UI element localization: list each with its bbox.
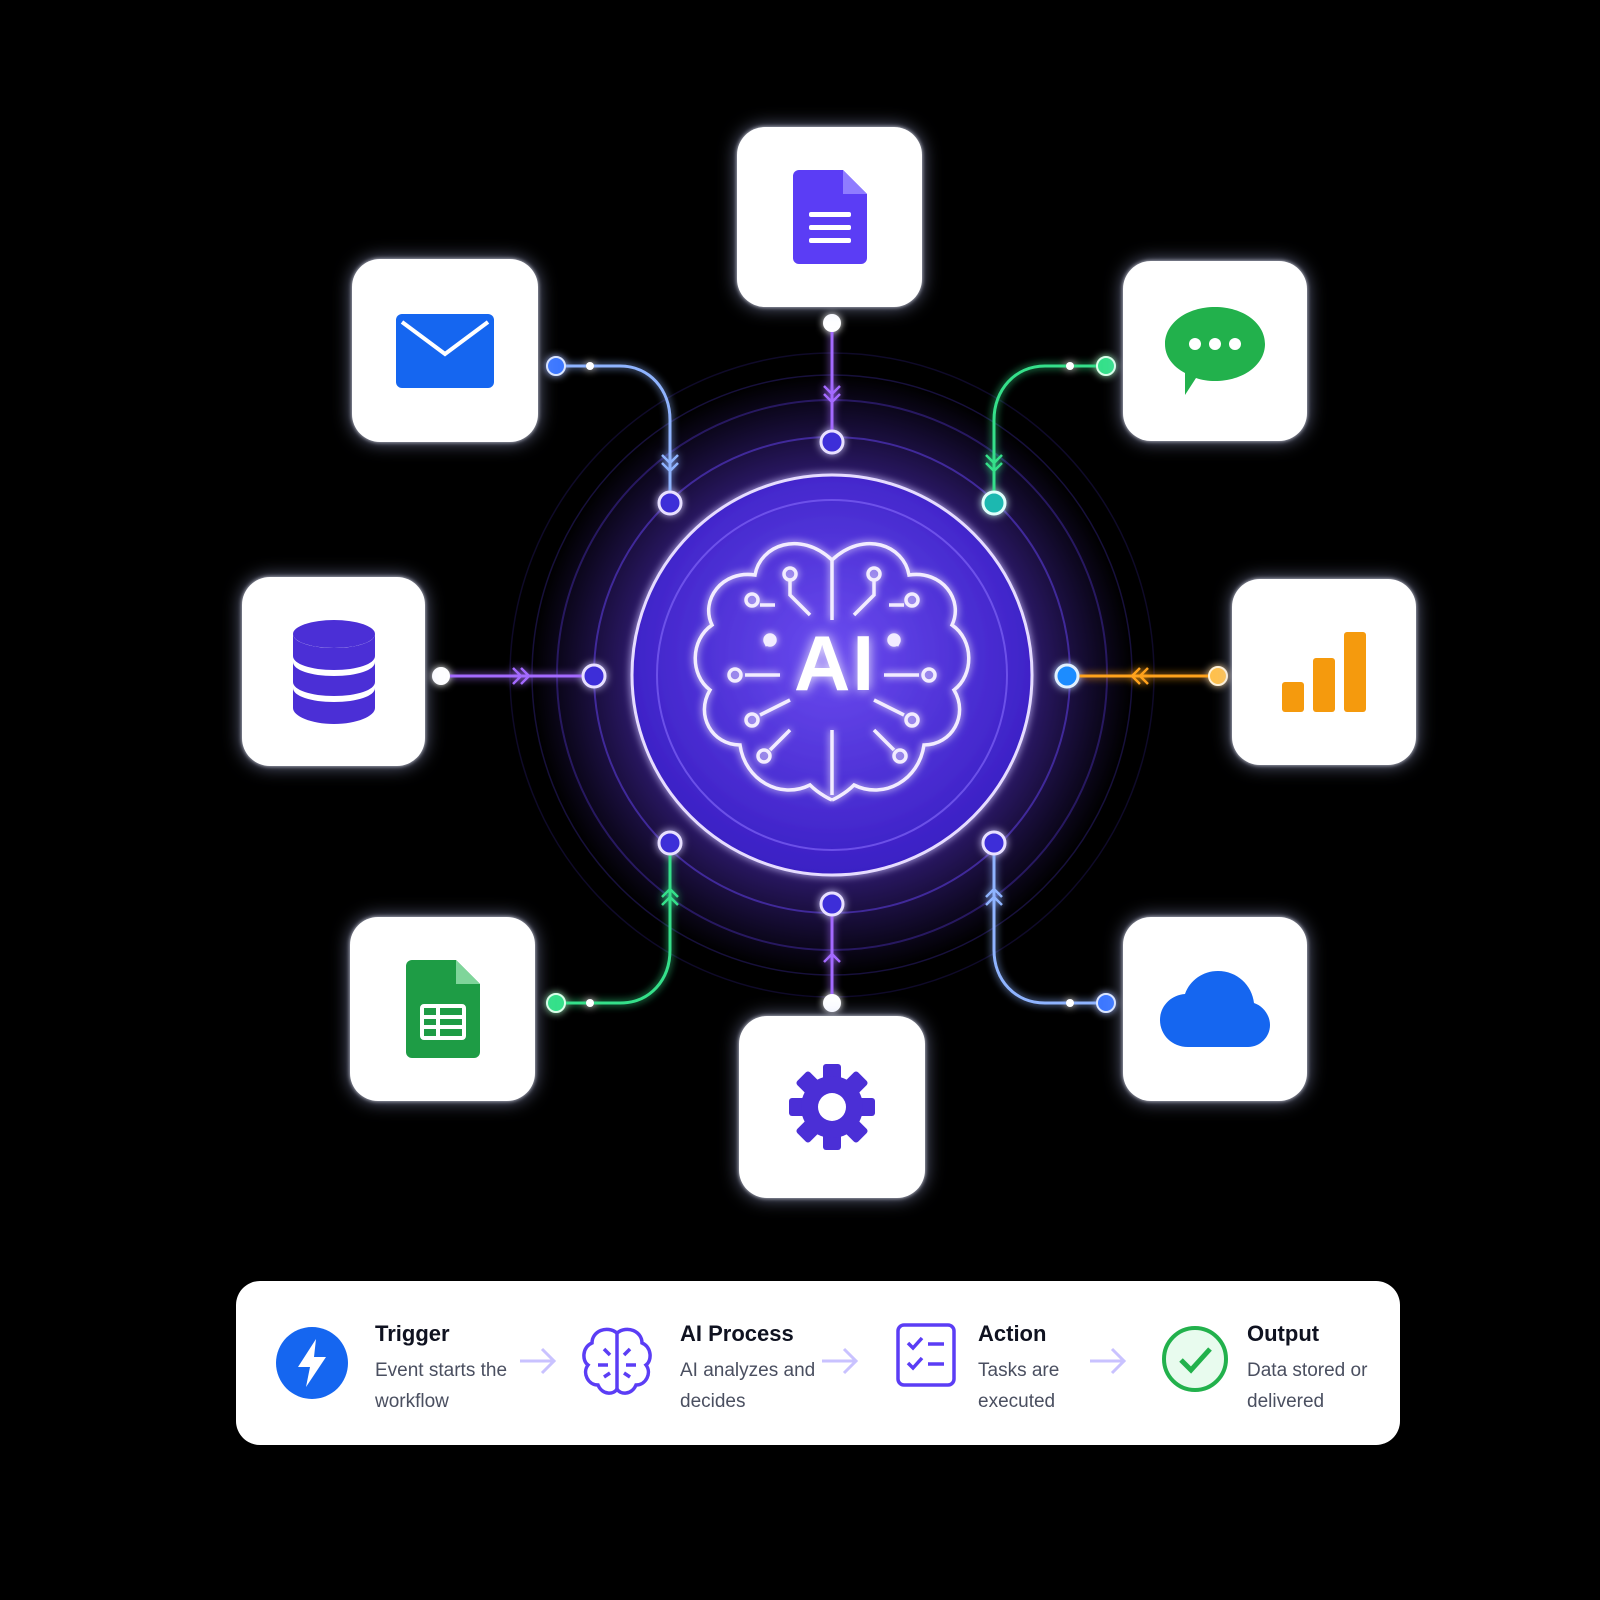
connector-email — [546, 356, 683, 516]
connector-chat — [981, 356, 1116, 516]
chat-tile[interactable] — [1123, 261, 1307, 441]
email-tile[interactable] — [352, 259, 538, 442]
brain-icon — [582, 1327, 652, 1395]
brain-circuit-icon — [693, 541, 971, 802]
arrow-right-icon — [1090, 1347, 1127, 1375]
lightning-icon — [276, 1327, 348, 1399]
chat-bubble-icon — [1165, 307, 1265, 395]
email-icon — [396, 313, 494, 388]
legend-step-ai-process: AI Process AI analyzes and decides — [582, 1281, 822, 1445]
connector-analytics — [1054, 663, 1228, 689]
connector-database — [432, 663, 607, 689]
settings-tile[interactable] — [739, 1016, 925, 1198]
checklist-icon — [896, 1323, 956, 1387]
spreadsheet-tile[interactable] — [350, 917, 535, 1101]
step-description: Event starts the workflow — [375, 1360, 508, 1412]
legend-step-trigger: Trigger Event starts the workflow — [276, 1281, 516, 1445]
database-tile[interactable] — [242, 577, 425, 766]
document-tile[interactable] — [737, 127, 922, 307]
database-icon — [292, 619, 375, 724]
step-description: AI analyzes and decides — [680, 1360, 816, 1412]
check-circle-icon — [1162, 1326, 1228, 1392]
arrow-right-icon — [520, 1347, 557, 1375]
step-title: Trigger — [375, 1321, 450, 1346]
hub-label: AI — [794, 619, 876, 707]
spreadsheet-icon — [405, 960, 480, 1058]
step-description: Tasks are executed — [978, 1360, 1060, 1412]
legend-step-output: Output Data stored or delivered — [1161, 1281, 1401, 1445]
step-title: AI Process — [680, 1321, 794, 1346]
arrow-right-icon — [822, 1347, 859, 1375]
central-hub — [630, 473, 1034, 877]
connector-spreadsheet — [546, 830, 683, 1013]
gear-icon — [789, 1064, 875, 1150]
connector-document — [819, 314, 845, 455]
cloud-icon — [1160, 971, 1270, 1047]
step-title: Action — [978, 1321, 1047, 1346]
step-title: Output — [1247, 1321, 1320, 1346]
connector-cloud — [981, 830, 1116, 1013]
document-icon — [792, 170, 867, 264]
legend-step-action: Action Tasks are executed — [896, 1281, 1136, 1445]
bar-chart-icon — [1282, 632, 1366, 712]
cloud-tile[interactable] — [1123, 917, 1307, 1101]
step-description: Data stored or delivered — [1247, 1360, 1368, 1412]
connector-settings — [819, 891, 845, 1012]
workflow-legend: Trigger Event starts the workflow AI Pro… — [236, 1281, 1400, 1445]
analytics-tile[interactable] — [1232, 579, 1416, 765]
